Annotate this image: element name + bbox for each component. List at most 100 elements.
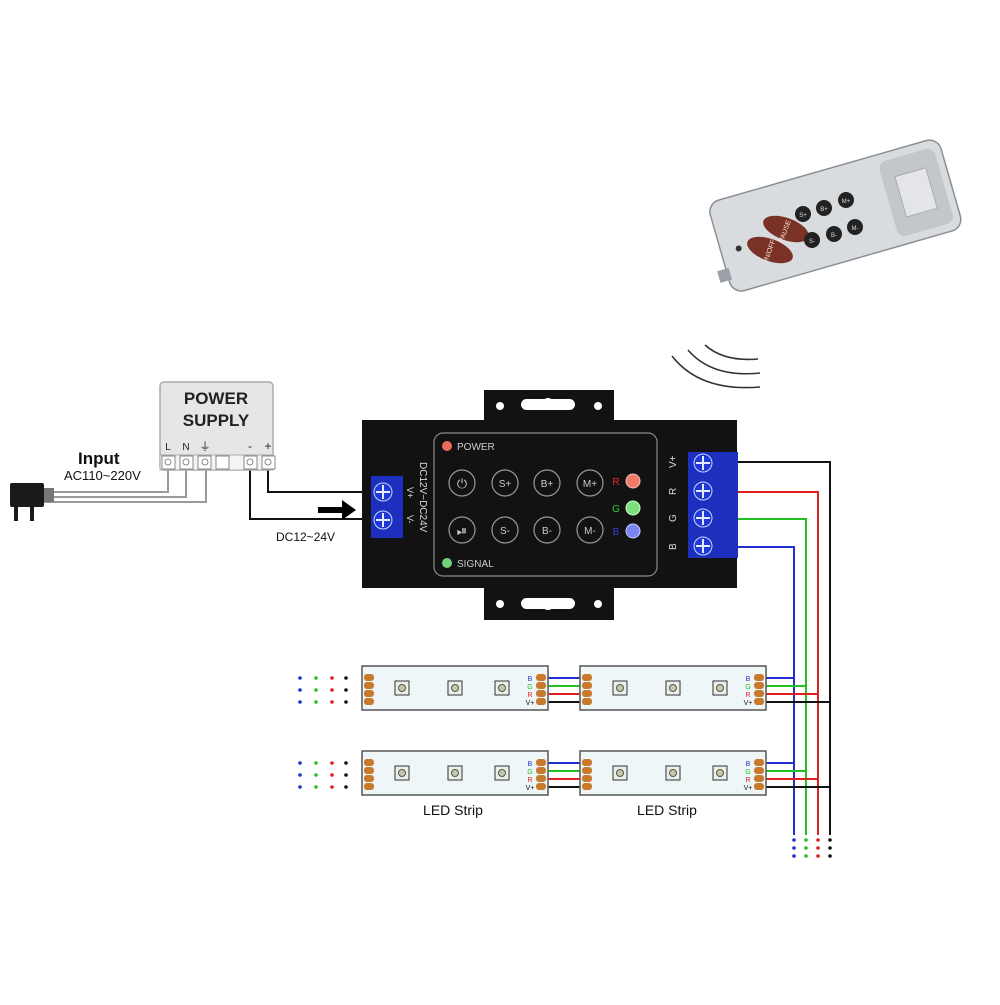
remote-buttons [747, 192, 863, 264]
solder-pad [754, 783, 764, 790]
channel-b-led [625, 523, 641, 539]
solder-pad [582, 775, 592, 782]
pad-label: G [527, 684, 532, 691]
remote-speed-up-button[interactable]: S+ [799, 213, 807, 219]
power-supply-title-1: POWER [184, 389, 248, 408]
led-chip-lens [398, 684, 406, 692]
pad-label: V+ [744, 700, 753, 707]
pad-label: B [528, 676, 533, 683]
led-chip-lens [498, 684, 506, 692]
solder-pad [364, 783, 374, 790]
solder-pad [582, 759, 592, 766]
solder-pad [536, 674, 546, 681]
pad-label: V+ [526, 700, 535, 707]
solder-pad [536, 759, 546, 766]
led-chip-lens [498, 769, 506, 777]
ps-terminal-plus: + [264, 439, 271, 453]
remote-control [709, 139, 962, 292]
mode-up-button[interactable]: M+ [583, 479, 597, 490]
solder-pad [754, 682, 764, 689]
led-chip-lens [451, 684, 459, 692]
power-supply: POWER SUPPLY L N ⏚ - + [159, 381, 276, 471]
pad-label: R [745, 692, 750, 699]
pad-label: G [745, 684, 750, 691]
solder-pad [364, 767, 374, 774]
ps-terminal-minus: - [248, 439, 252, 453]
solder-pad [536, 682, 546, 689]
solder-pad [364, 690, 374, 697]
pad-label: G [745, 769, 750, 776]
speed-up-button[interactable]: S+ [499, 479, 512, 490]
solder-pad [582, 783, 592, 790]
solder-pad [754, 690, 764, 697]
ac-plug [10, 483, 54, 521]
pad-label: R [527, 777, 532, 784]
led-chip-lens [716, 769, 724, 777]
remote-brightness-down-button[interactable]: B- [831, 233, 837, 239]
pad-label: B [746, 676, 751, 683]
wireless-signal-icon [671, 344, 761, 389]
power-label: POWER [457, 442, 495, 453]
brightness-up-button[interactable]: B+ [541, 479, 554, 490]
solder-pad [536, 690, 546, 697]
rgb-controller [362, 390, 737, 620]
input-label: Input [78, 449, 120, 468]
play-pause-button[interactable]: ⏯ [457, 523, 467, 538]
pad-label: R [527, 692, 532, 699]
led-chip-lens [716, 684, 724, 692]
solder-pad [536, 775, 546, 782]
remote-brightness-up-button[interactable]: B+ [820, 207, 828, 213]
led-chip-lens [669, 769, 677, 777]
continuation-dots-bottom [792, 838, 832, 858]
solder-pad [754, 674, 764, 681]
channel-b-label: B [613, 527, 620, 538]
output-label-b: B [668, 543, 679, 550]
pad-label: V+ [744, 785, 753, 792]
panel-buttons [448, 469, 604, 544]
solder-pad [364, 698, 374, 705]
led-chip-lens [616, 769, 624, 777]
signal-led [442, 558, 452, 568]
mode-down-button[interactable]: M- [584, 526, 596, 537]
led-chip-lens [451, 769, 459, 777]
power-button[interactable]: ⏻ [457, 476, 467, 491]
led-chip-lens [669, 684, 677, 692]
solder-pad [364, 674, 374, 681]
solder-pad [536, 698, 546, 705]
led-strip-label-left: LED Strip [423, 802, 483, 818]
pad-label: B [528, 761, 533, 768]
speed-down-button[interactable]: S- [500, 526, 510, 537]
solder-pad [754, 767, 764, 774]
output-label-r: R [668, 488, 679, 495]
signal-label: SIGNAL [457, 559, 494, 570]
channel-r-led [625, 473, 641, 489]
solder-pad [582, 674, 592, 681]
ps-terminal-n: N [182, 442, 189, 453]
solder-pad [536, 767, 546, 774]
pad-label: B [746, 761, 751, 768]
pad-label: G [527, 769, 532, 776]
solder-pad [582, 690, 592, 697]
solder-pad [364, 759, 374, 766]
remote-speed-down-button[interactable]: S- [809, 239, 815, 245]
dc-voltage-label: DC12~24V [276, 530, 335, 544]
remote-mode-down-button[interactable]: M- [852, 226, 859, 232]
solder-pad [364, 775, 374, 782]
pad-label: V+ [526, 785, 535, 792]
solder-pad [754, 698, 764, 705]
solder-pad [582, 767, 592, 774]
output-label-vplus: V+ [668, 455, 679, 468]
led-chip-lens [616, 684, 624, 692]
controller-vminus-print: V- [405, 515, 415, 524]
led-strip-label-right: LED Strip [637, 802, 697, 818]
output-wires [548, 461, 831, 835]
pad-label: R [745, 777, 750, 784]
ps-terminal-l: L [165, 442, 171, 453]
brightness-down-button[interactable]: B- [542, 526, 552, 537]
power-led [442, 441, 452, 451]
remote-mode-up-button[interactable]: M+ [842, 199, 851, 205]
dc-arrow-icon [318, 500, 356, 520]
